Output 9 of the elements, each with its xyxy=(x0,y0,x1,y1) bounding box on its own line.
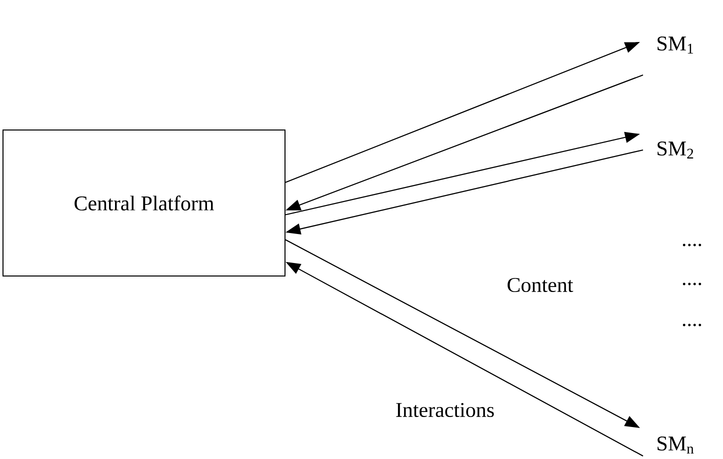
node-label: SM$_{2}$ xyxy=(658,142,694,158)
platform-box: Central Platform xyxy=(2,130,286,276)
ellipsis-label: .... xyxy=(682,244,702,246)
ellipsis-label: .... xyxy=(682,324,702,326)
edge-label: Interactions xyxy=(394,402,496,418)
node-label: SM$_{n}$ xyxy=(658,436,694,454)
ellipsis-label: .... xyxy=(682,282,702,286)
node-label: SM$_{1}$ xyxy=(658,36,694,54)
edge-label: Content xyxy=(506,276,574,294)
